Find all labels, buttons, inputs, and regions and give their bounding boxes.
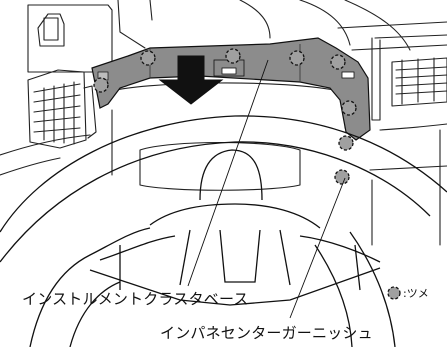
right-vent	[391, 57, 447, 107]
label-instrument-cluster-base: インストルメントクラスタベース	[22, 290, 249, 308]
leader-line-cluster-base	[187, 59, 269, 287]
clip-marker-7	[338, 135, 354, 151]
upper-left-panel	[27, 4, 113, 73]
clip-marker-6	[341, 100, 357, 116]
clip-marker-1	[140, 50, 156, 66]
clip-symbol-icon	[387, 286, 401, 300]
clip-marker-5	[93, 77, 109, 93]
hazard-switch	[37, 13, 65, 47]
clip-marker-4	[330, 54, 346, 70]
label-inpane-center-garnish: インパネセンターガーニッシュ	[160, 324, 373, 342]
steering-wheel	[0, 115, 447, 347]
legend-text: :ツメ	[403, 287, 429, 300]
legend: :ツメ	[386, 285, 429, 301]
clip-marker-8	[334, 169, 350, 185]
clip-marker-2	[225, 48, 241, 64]
down-arrow-icon	[158, 55, 224, 105]
left-vent	[27, 69, 87, 149]
leader-line-center-garnish	[289, 177, 346, 319]
clip-marker-3	[289, 50, 305, 66]
